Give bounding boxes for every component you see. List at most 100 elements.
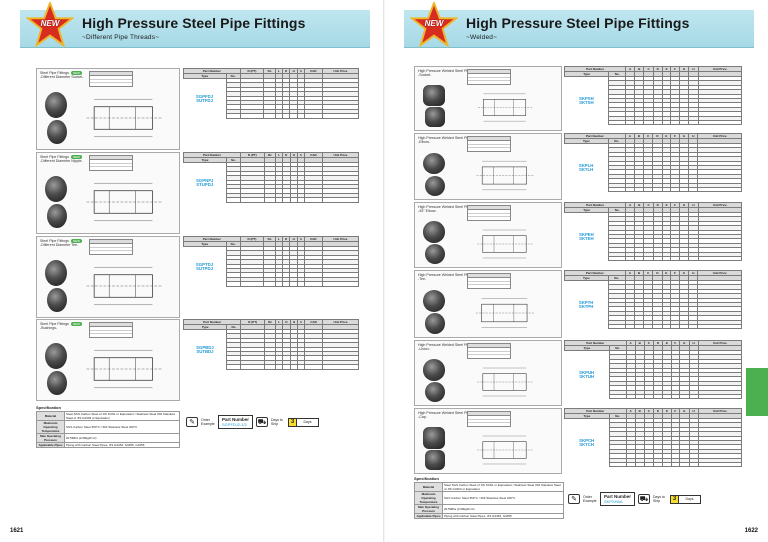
page-spine (383, 0, 385, 542)
type-mini-table (89, 71, 133, 87)
new-pill: NEW (70, 71, 82, 75)
order-icon: ✎ (186, 417, 198, 427)
type-mini-table (89, 322, 133, 338)
product-photo (47, 119, 67, 145)
truck-icon: ⛟ (638, 494, 651, 504)
column-header: Type (563, 207, 610, 213)
product-row: High Pressure Welded Steel Pipe Fittings… (414, 270, 562, 338)
table-row (184, 364, 359, 370)
technical-drawing (477, 93, 533, 122)
spec-title: Specification (414, 476, 439, 481)
table-row (184, 337, 359, 344)
product-photo (425, 243, 445, 264)
table-row (565, 93, 742, 100)
table-row (565, 97, 742, 104)
technical-drawing (476, 161, 534, 190)
table-row (565, 164, 742, 171)
table-row (184, 350, 359, 357)
table-row (565, 461, 743, 468)
page-title: High Pressure Steel Pipe Fittings (466, 15, 690, 31)
page-subtitle: ~Different Pipe Threads~ (82, 34, 160, 41)
truck-icon: ⛟ (256, 417, 269, 427)
product-photo (425, 313, 445, 334)
product-photo (425, 107, 445, 127)
new-pill: NEW (70, 322, 82, 326)
product-row: High Pressure Welded Steel Pipe Fittings… (414, 133, 562, 200)
product-row: High Pressure Welded Steel Pipe Fittings… (414, 340, 562, 406)
product-photo (423, 290, 445, 312)
product-photo (45, 259, 67, 287)
days-label: Days (297, 417, 320, 427)
table-row (565, 255, 742, 262)
table-row (565, 147, 742, 153)
order-label: Order Example (583, 495, 597, 503)
order-label: Order Example (201, 418, 215, 426)
page-subtitle: ~Welded~ (466, 34, 498, 41)
product-photo (423, 85, 445, 106)
new-badge: NEW (40, 19, 60, 28)
table-row (565, 448, 743, 455)
table-row (184, 91, 360, 97)
product-photo (45, 175, 67, 203)
table-row (184, 108, 360, 115)
table-row (184, 267, 360, 274)
product-photo (423, 359, 445, 381)
technical-drawing (86, 267, 162, 305)
new-badge: NEW (424, 19, 444, 28)
table-row (565, 380, 743, 387)
days-count: 3 (670, 494, 680, 504)
table-row (184, 183, 360, 190)
table-row (565, 323, 742, 330)
product-photo (425, 449, 445, 470)
table-row (565, 119, 742, 126)
product-photo (425, 175, 445, 196)
column-header: Type (182, 324, 228, 330)
type-mini-table (467, 343, 511, 359)
product-photo (47, 370, 67, 396)
table-row (565, 186, 742, 193)
new-star-icon (410, 2, 458, 48)
new-star-icon (26, 2, 74, 48)
table-row (184, 104, 360, 110)
left-title-banner: NEW High Pressure Steel Pipe Fittings ~D… (20, 2, 370, 48)
right-page: NEW High Pressure Steel Pipe Fittings ~W… (384, 0, 768, 542)
column-header: Type (564, 345, 610, 351)
right-title-banner: NEW High Pressure Steel Pipe Fittings ~W… (404, 2, 754, 48)
product-photo (423, 221, 445, 243)
table-row (565, 225, 742, 231)
column-header: Type (564, 413, 610, 419)
section-index-tab[interactable] (746, 368, 768, 416)
table-row (184, 333, 359, 339)
table-row (184, 276, 360, 283)
technical-drawing (86, 350, 162, 388)
ship-label: Days to Ship (271, 418, 283, 426)
type-mini-table (467, 136, 511, 152)
new-pill: NEW (70, 155, 82, 159)
product-photo (423, 427, 445, 449)
product-photo (45, 342, 67, 370)
table-row (184, 95, 360, 102)
